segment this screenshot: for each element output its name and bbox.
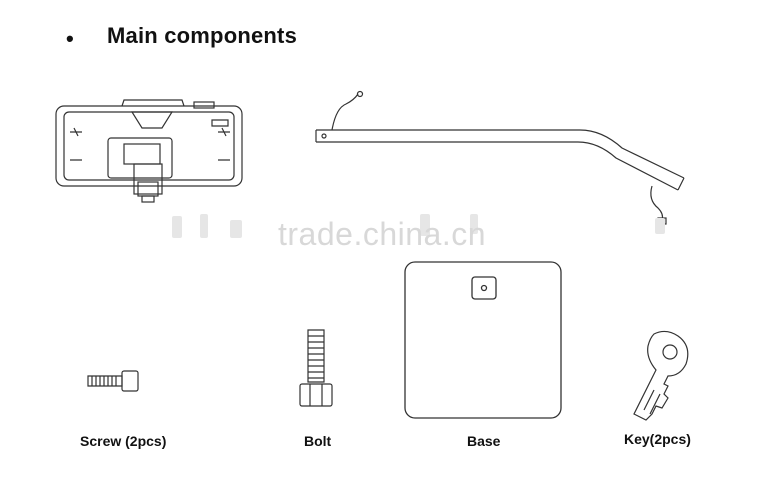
watermark-remnant <box>470 214 478 234</box>
screw-drawing <box>84 368 144 396</box>
bolt-drawing <box>296 326 336 412</box>
heading-bullet: • <box>66 26 74 51</box>
lock-body-drawing <box>52 98 252 208</box>
arm-drawing <box>312 90 692 230</box>
bolt-label: Bolt <box>304 433 332 449</box>
base-label: Base <box>467 433 501 449</box>
key-drawing <box>626 330 696 426</box>
screw-label: Screw (2pcs) <box>80 433 167 449</box>
watermark-remnant <box>172 216 182 238</box>
key-label: Key(2pcs) <box>624 431 691 447</box>
watermark-remnant <box>200 214 208 238</box>
base-drawing <box>404 261 564 421</box>
watermark-remnant <box>420 214 430 236</box>
watermark-text: trade.china.cn <box>278 216 487 252</box>
page-title: Main components <box>107 23 298 48</box>
watermark-remnant <box>655 218 665 234</box>
watermark-remnant <box>230 220 242 238</box>
